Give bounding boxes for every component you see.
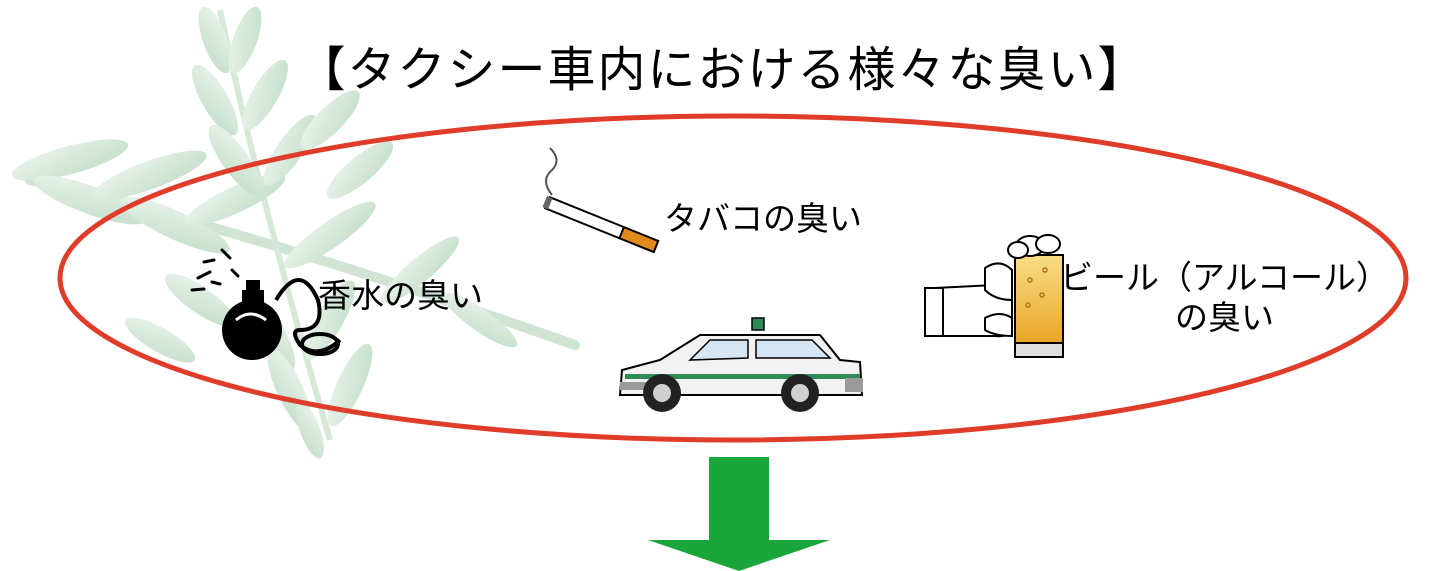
alcohol-odor-label: ビール（アルコール） の臭い bbox=[1060, 258, 1389, 337]
tobacco-odor-label: タバコの臭い bbox=[664, 199, 862, 238]
beer-mug-icon bbox=[924, 234, 1064, 358]
alcohol-odor-label-line2: の臭い bbox=[1175, 297, 1274, 337]
odor-group-ellipse bbox=[57, 113, 1409, 443]
taxi-icon bbox=[618, 317, 864, 412]
alcohol-odor-label-line1: ビール（アルコール） bbox=[1060, 258, 1390, 297]
cigarette-icon bbox=[542, 147, 660, 254]
perfume-odor-label: 香水の臭い bbox=[318, 276, 483, 315]
perfume-bottle-icon bbox=[190, 248, 342, 360]
diagram-title: 【タクシー車内における様々な臭い】 bbox=[297, 42, 1148, 98]
down-arrow-icon bbox=[648, 457, 830, 571]
fern-leaf-background bbox=[11, 6, 580, 459]
